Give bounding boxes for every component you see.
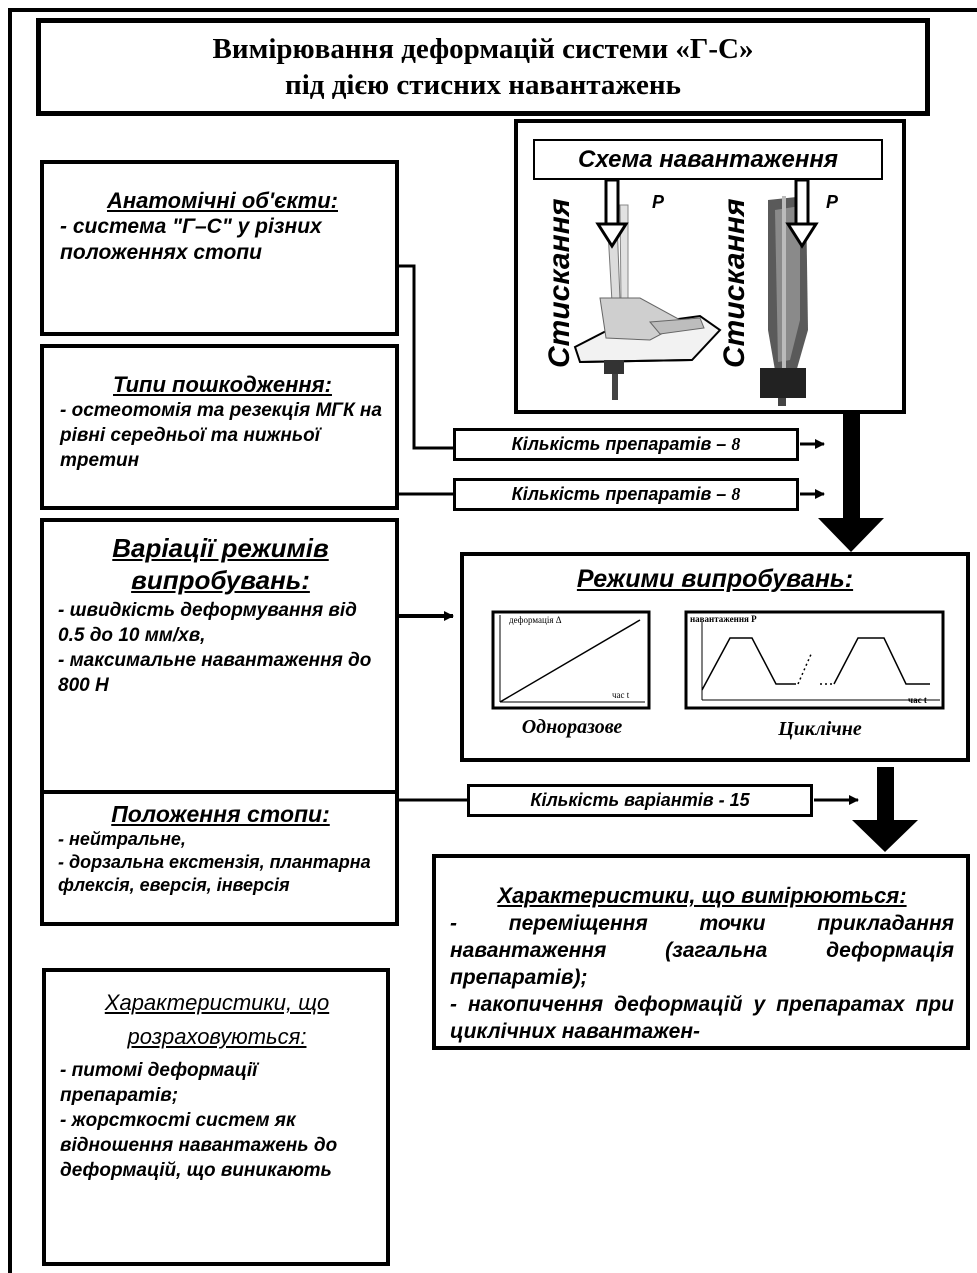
- cyclic-mode-y-axis: навантаження P: [690, 614, 757, 624]
- measured-item-1: - переміщення точки прикладання навантаж…: [450, 910, 954, 991]
- measured-box: Характеристики, що вимірюються: - перемі…: [432, 854, 970, 1050]
- cyclic-mode-x-axis: час t: [908, 695, 927, 705]
- cyclic-mode-graph: [686, 612, 943, 708]
- measured-item-2: - накопичення деформацій у препаратах пр…: [450, 991, 954, 1045]
- single-mode-label: Одноразове: [492, 716, 652, 739]
- single-mode-y-axis: деформація Δ: [509, 615, 562, 625]
- measured-heading: Характеристики, що вимірюються:: [450, 882, 954, 910]
- cyclic-mode-label: Циклічне: [740, 718, 900, 741]
- single-mode-x-axis: час t: [612, 690, 629, 700]
